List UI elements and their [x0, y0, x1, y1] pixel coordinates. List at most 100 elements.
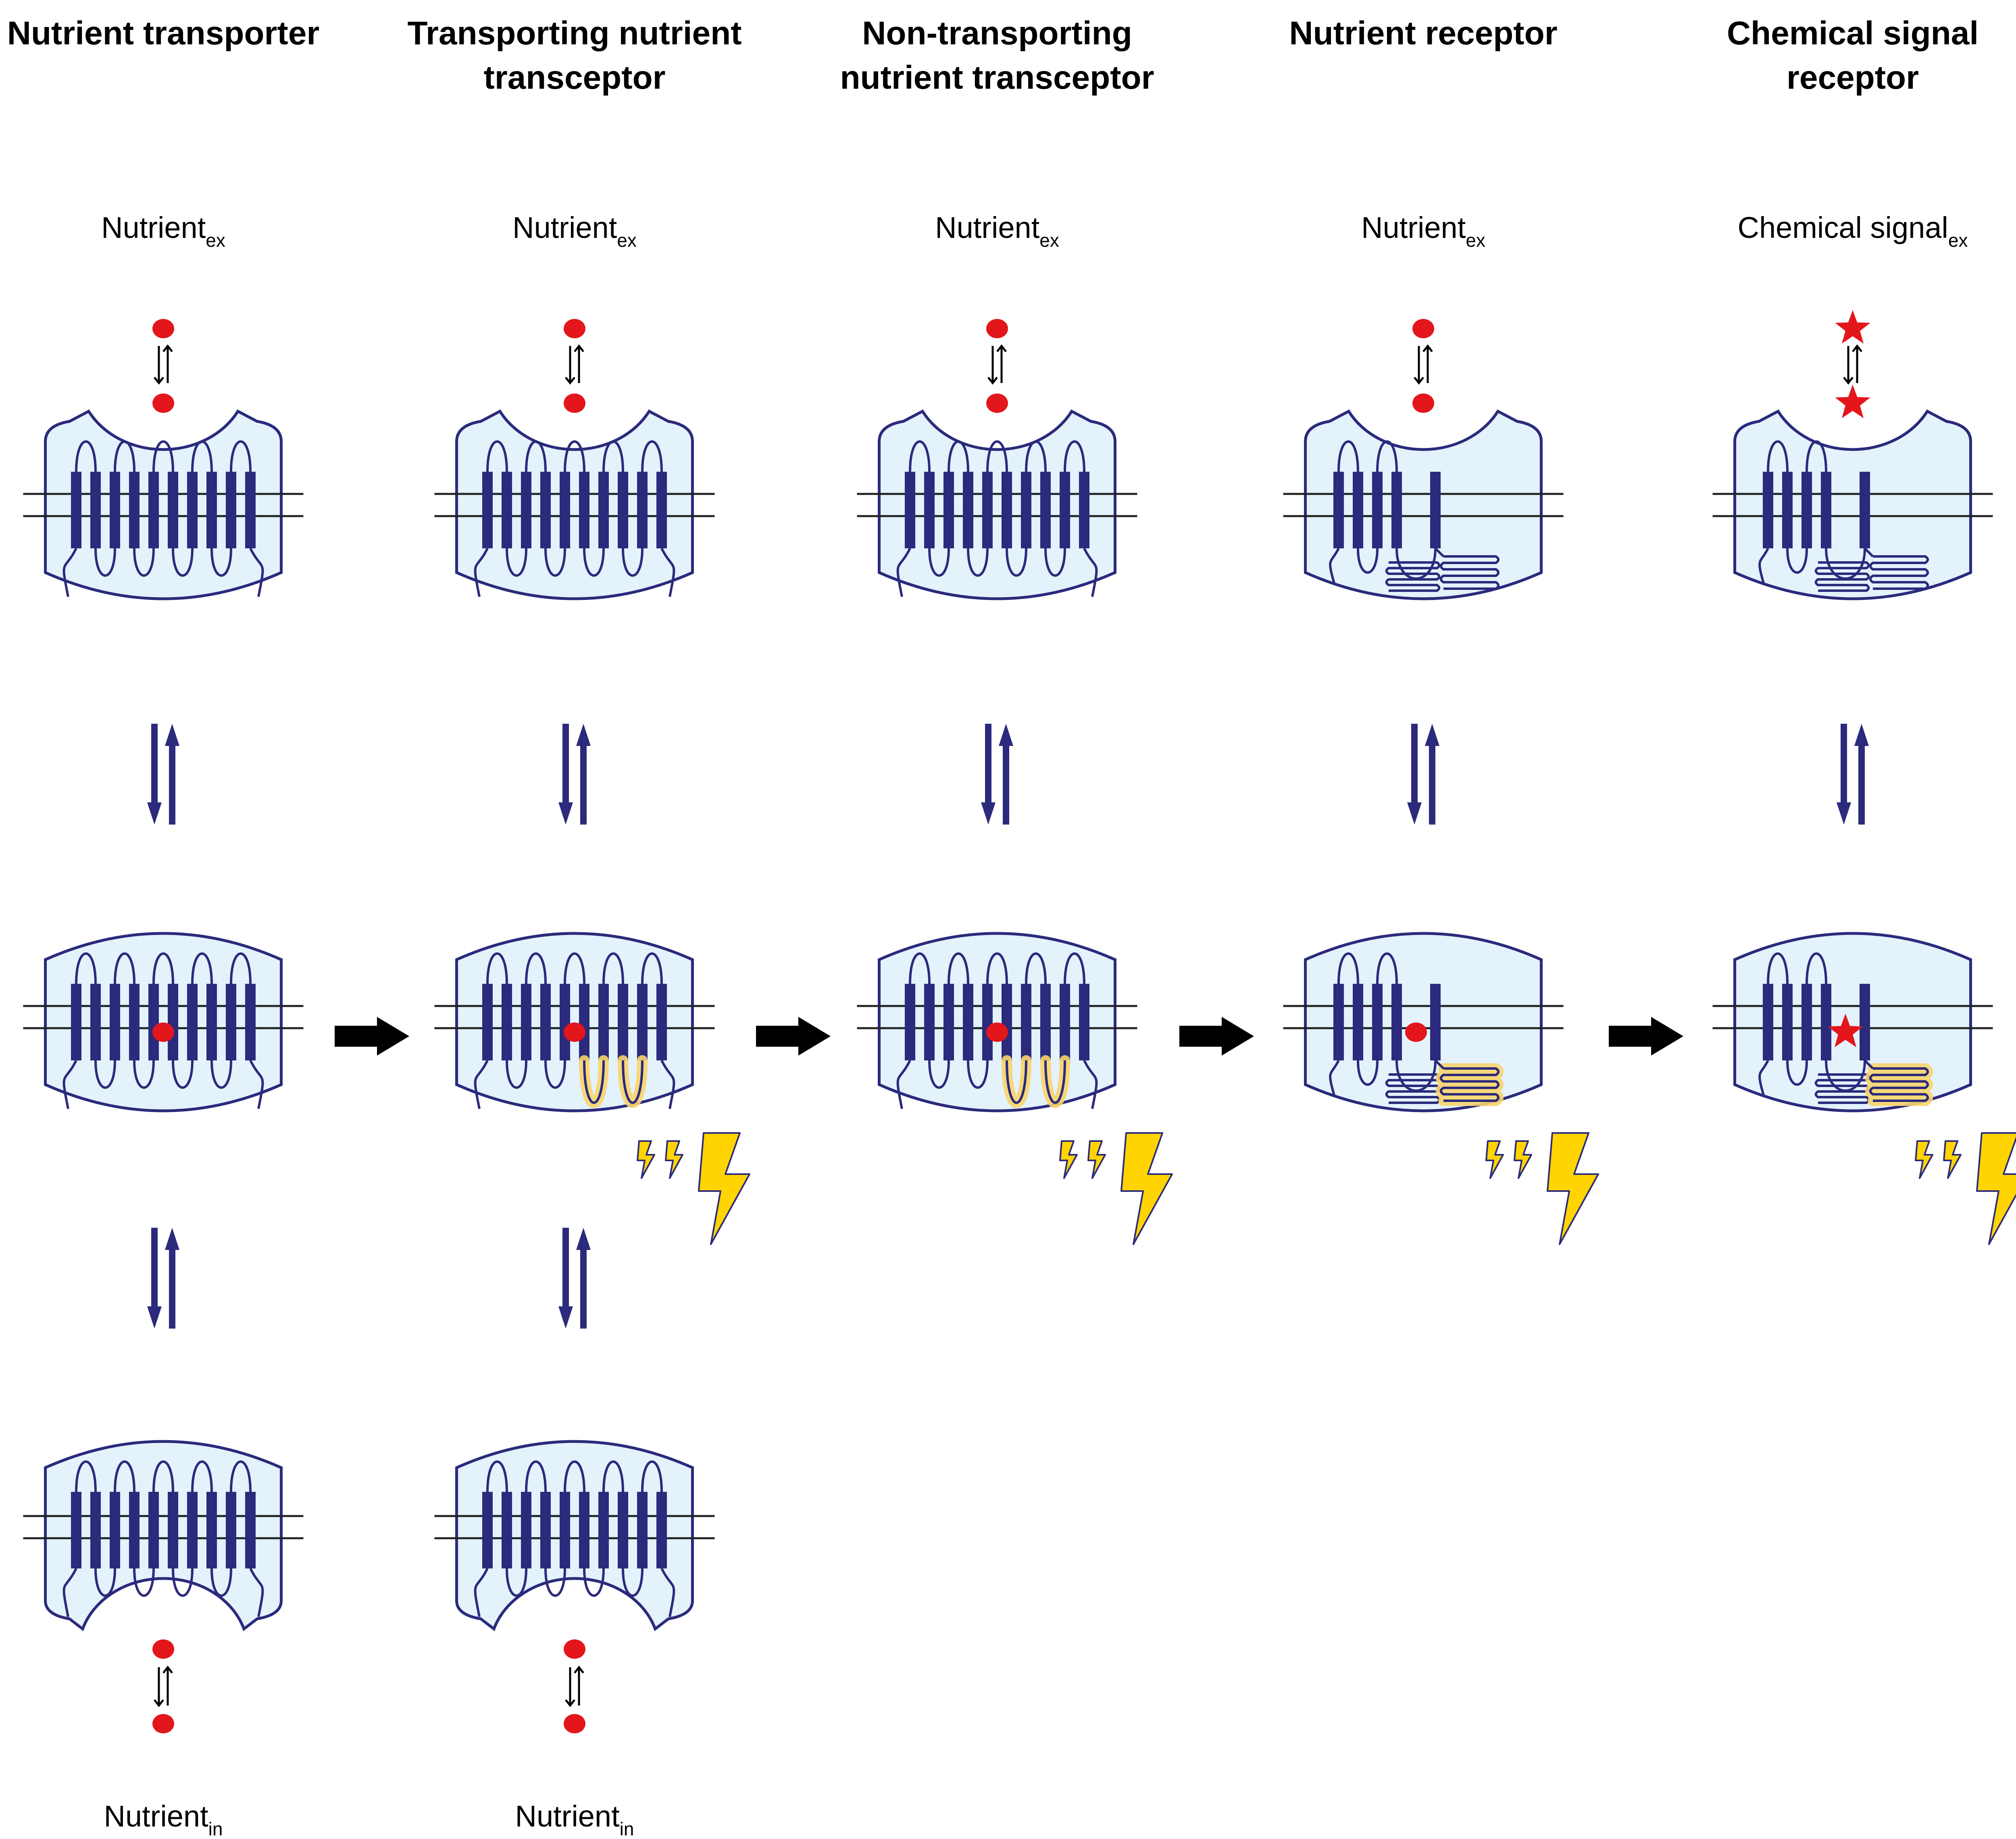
column-2-outward-in-loop-4: [544, 548, 566, 577]
column-1-inward-ex-loop-7: [191, 1460, 213, 1492]
column-5-binding-arrows-down-head: [1843, 377, 1854, 385]
column-2-inward-tm-helix-6: [579, 1492, 589, 1568]
column-2-bound-c-tail: [660, 1060, 675, 1109]
column-3-outward-ex-loop-7: [1025, 440, 1047, 472]
column-1-bound-ex-loop-5: [152, 952, 174, 984]
column-4-bound-tm-helix-2: [1353, 984, 1363, 1060]
column-5-conformation-arrows-1-down-shaft: [1841, 724, 1847, 804]
column-1-outward-c-tail: [249, 548, 264, 597]
column-2-outward-tm-helix-5: [560, 472, 570, 548]
column-3-protein-bound: [857, 932, 1173, 1245]
column-4-bound-c-domain-fold: [1439, 1067, 1500, 1102]
column-3-binding-arrows-up-head: [996, 344, 1007, 352]
column-1-outward-ex-loop-5: [152, 440, 174, 472]
column-2-conformation-arrows-2-down-shaft: [562, 1228, 569, 1308]
column-4-outward-c-domain-fold: [1439, 555, 1500, 590]
evolution-arrow-2: [756, 1017, 831, 1056]
column-3-bound-tm-helix-1: [905, 984, 915, 1060]
column-5-bound-tm-helix-2: [1782, 984, 1793, 1060]
column-2-outward-tm-helix-6: [579, 472, 589, 548]
column-2-conformation-arrows-1-up-shaft: [580, 744, 587, 825]
column-4-signal-bolt-large: [1547, 1132, 1599, 1245]
column-2-bound-in-loop-4: [544, 1060, 566, 1089]
column-4-bound-tm-helix-4: [1391, 984, 1402, 1060]
column-4-outward-ex-loop-2: [1376, 440, 1398, 472]
column-1-outward-tm-helix-1: [71, 472, 81, 548]
column-1-inward-ex-loop-5: [152, 1460, 174, 1492]
column-2-bound-tm-helix-10: [656, 984, 667, 1060]
column-4-title-line-1: Nutrient receptor: [1289, 15, 1557, 52]
column-2-binding-arrows-up-head: [574, 344, 584, 352]
column-2-outward-in-loop-2: [506, 548, 527, 577]
column-3-bound-in-loop-6: [1006, 1060, 1027, 1104]
column-4-outward-n-tail: [1329, 548, 1340, 585]
column-2-outward-ex-loop-3: [525, 440, 547, 472]
column-3-outward-tm-helix-1: [905, 472, 915, 548]
column-3-signal-bolt-small-2: [1087, 1140, 1106, 1179]
column-3-conformation-arrows-1-up-head: [999, 724, 1013, 746]
column-3-ligand-bound: [986, 1023, 1008, 1042]
column-1-inward-tm-helix-8: [206, 1492, 217, 1568]
column-2-bound-in-loop-6: [583, 1060, 605, 1104]
column-1-title-line-1: Nutrient transporter: [7, 15, 320, 52]
column-2-bound-in-loop-2: [506, 1060, 527, 1089]
column-3-conformation-arrows-1-up-shaft: [1003, 744, 1009, 825]
column-4-outward-tm-helix-1: [1333, 472, 1344, 548]
column-3-top-label: Nutrientex: [935, 211, 1059, 251]
column-3-conformation-arrows-1-down-head: [981, 802, 996, 825]
column-2-conformation-arrows-1-up-head: [576, 724, 591, 746]
column-4-ligand-bound: [1405, 1023, 1427, 1042]
column-4-outward-in-loop-1: [1357, 548, 1379, 574]
column-1-outward-tm-helix-3: [110, 472, 120, 548]
column-3-bound-ex-loop-1: [909, 952, 931, 984]
column-2-signal-bolt-small-1: [637, 1140, 655, 1179]
column-2-conformation-arrows-2-up-shaft: [580, 1248, 587, 1329]
column-2-inward-tm-helix-5: [560, 1492, 570, 1568]
column-2-ligand-inside: [564, 1714, 585, 1733]
column-3-outward-ex-loop-3: [948, 440, 969, 472]
column-2-inward-tm-helix-8: [618, 1492, 628, 1568]
column-5-outward-tm-helix-3: [1801, 472, 1812, 548]
column-5-protein-bound: [1712, 932, 2016, 1245]
column-2-outward-tm-helix-2: [502, 472, 512, 548]
column-2-binding-arrows-down-head: [565, 377, 575, 385]
column-1-protein-inward: [23, 1440, 304, 1631]
column-2-protein-inward: [434, 1440, 715, 1631]
column-2-bound-tm-helix-5: [560, 984, 570, 1060]
column-5-outward-tm-helix-1: [1763, 472, 1773, 548]
column-4-protein-outward: [1283, 409, 1564, 600]
column-4-signal-bolt-small-1: [1485, 1140, 1504, 1179]
column-3-outward-tm-helix-10: [1079, 472, 1089, 548]
column-5-outward-protein-body: [1733, 409, 1972, 600]
column-3-title-line-2: nutrient transceptor: [840, 59, 1154, 96]
column-4-bound-tm-helix-3: [1372, 984, 1383, 1060]
column-4-ligand-docked: [1412, 394, 1434, 413]
column-3-bound-in-loop-2: [928, 1060, 950, 1089]
column-1-outward-in-loop-8: [210, 548, 232, 577]
column-1-inward-in-loop-8: [210, 1568, 232, 1597]
column-1-bound-tm-helix-9: [226, 984, 236, 1060]
column-3-outward-tm-helix-7: [1021, 472, 1031, 548]
column-1-inward-tm-helix-3: [110, 1492, 120, 1568]
column-1-bound-tm-helix-8: [206, 984, 217, 1060]
column-1-inward-tm-helix-4: [129, 1492, 140, 1568]
column-1-inward-in-loop-6: [172, 1568, 194, 1597]
column-3-protein-outward: [857, 409, 1137, 600]
column-3-signal-bolt-small-1: [1059, 1140, 1078, 1179]
column-3-bound-tm-helix-4: [963, 984, 973, 1060]
column-2-protein-bound: [434, 932, 750, 1245]
column-3-outward-tm-helix-8: [1040, 472, 1051, 548]
column-1-conformation-arrows-2-up-shaft: [169, 1248, 175, 1329]
column-3-outward-tm-helix-5: [982, 472, 993, 548]
column-2-release-arrows-down-head: [565, 1699, 575, 1708]
column-1-inward-tm-helix-1: [71, 1492, 81, 1568]
column-2-outward-tm-helix-4: [540, 472, 551, 548]
column-3-outward-ex-loop-5: [986, 440, 1008, 472]
column-1-ligand-docked: [152, 394, 174, 413]
column-4-outward-loop-fold: [1385, 561, 1441, 592]
column-1-ligand-bound: [152, 1023, 174, 1042]
column-1-outward-tm-helix-7: [187, 472, 198, 548]
column-1-binding-arrows-up-head: [162, 344, 173, 352]
